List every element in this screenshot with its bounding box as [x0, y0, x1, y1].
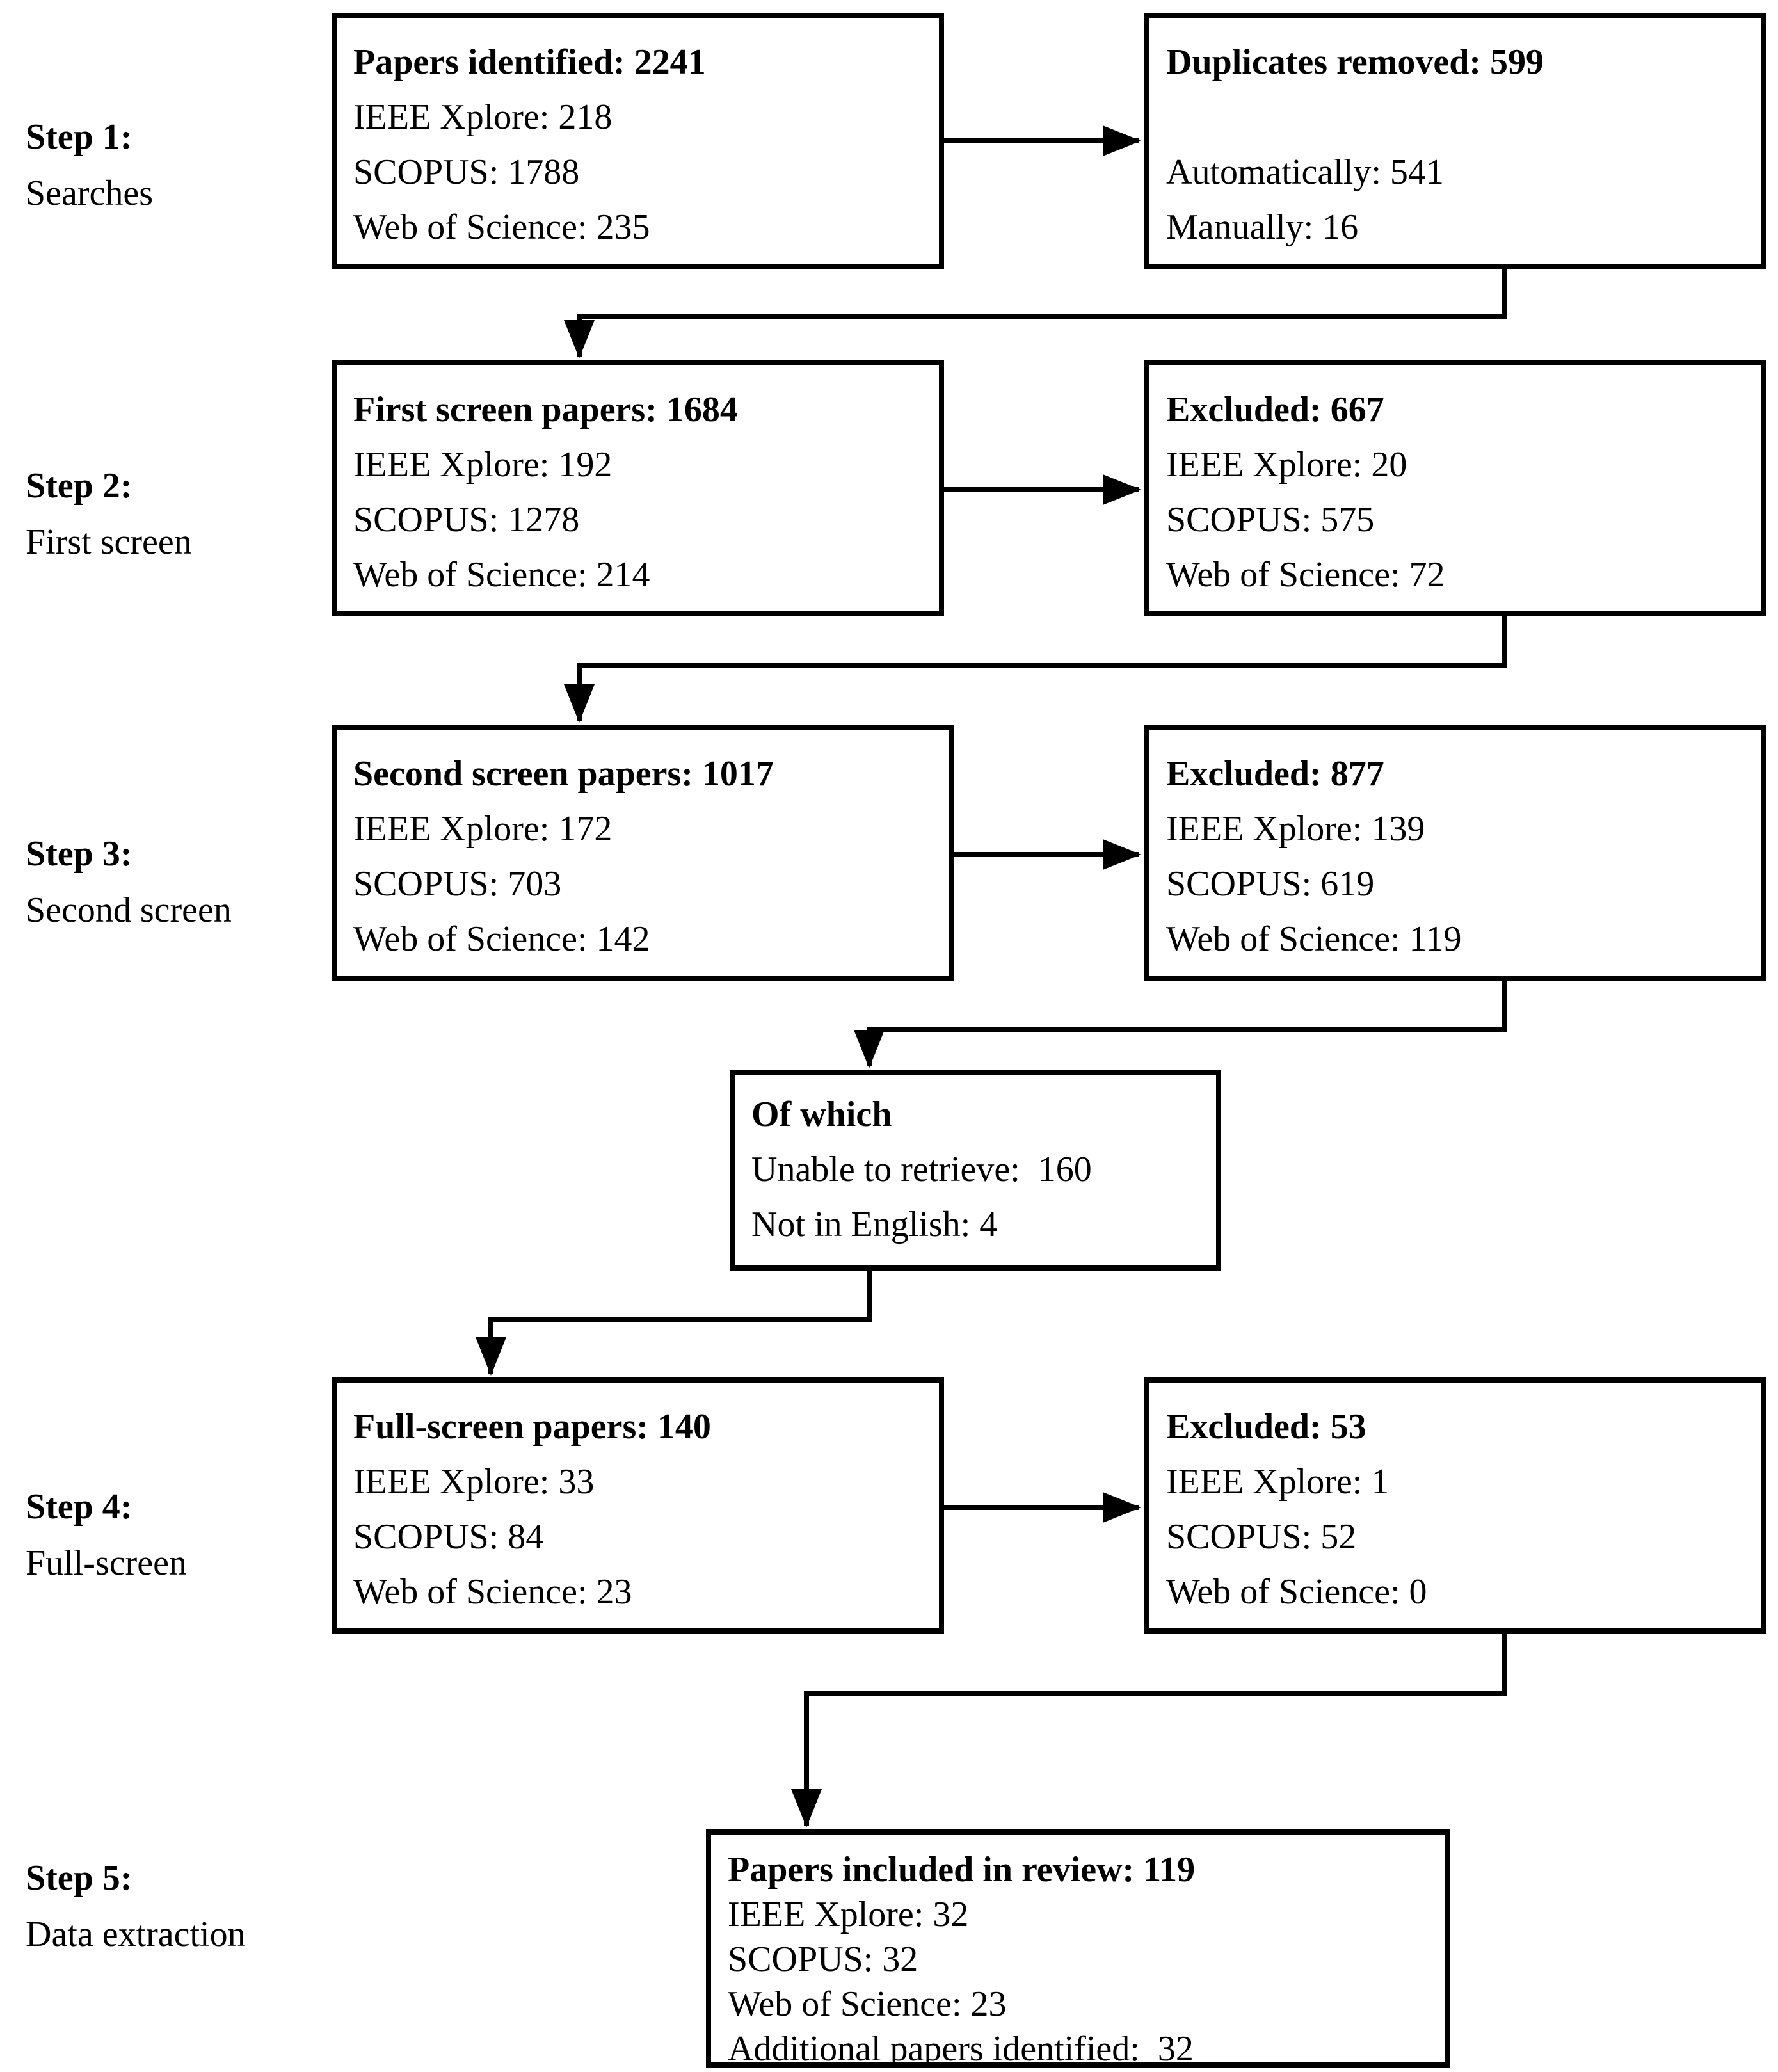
connector-excluded-to-of-which: [854, 981, 1507, 1068]
spacer-line: [1166, 90, 1750, 145]
stat-line: SCOPUS: 703: [353, 864, 562, 904]
box-duplicates-removed: Duplicates removed: 599 Automatically: 5…: [1144, 13, 1766, 269]
stat-line: IEEE Xplore: 192: [353, 445, 613, 485]
step-1-label: Step 1: Searches: [26, 109, 153, 221]
stat-line: IEEE Xplore: 1: [1166, 1462, 1390, 1502]
step-2-desc: First screen: [26, 522, 192, 562]
box-full-screen-papers-title: Full-screen papers: 140: [353, 1407, 711, 1447]
stat-line: Automatically: 541: [1166, 152, 1444, 192]
stat-line: SCOPUS: 619: [1166, 864, 1375, 904]
stat-line: IEEE Xplore: 20: [1166, 445, 1407, 485]
step-1-desc: Searches: [26, 173, 154, 213]
box-papers-identified-title: Papers identified: 2241: [353, 42, 706, 82]
step-5-desc: Data extraction: [26, 1915, 246, 1954]
box-excluded-first-screen-title: Excluded: 667: [1166, 390, 1384, 430]
step-3-desc: Second screen: [26, 890, 232, 930]
stat-line: IEEE Xplore: 218: [353, 97, 613, 137]
stat-line: SCOPUS: 84: [353, 1517, 544, 1557]
box-duplicates-removed-title: Duplicates removed: 599: [1166, 42, 1544, 82]
connector-duplicates-to-first-screen: [564, 269, 1507, 358]
stat-line: Additional papers identified: 32: [728, 2029, 1194, 2069]
connector-excluded-to-included: [791, 1634, 1507, 1827]
stat-line: SCOPUS: 32: [728, 1939, 918, 1979]
stat-line: Web of Science: 235: [353, 207, 650, 247]
box-excluded-second-screen-title: Excluded: 877: [1166, 754, 1384, 794]
box-excluded-full-screen-title: Excluded: 53: [1166, 1407, 1366, 1447]
step-4-title: Step 4:: [26, 1487, 132, 1527]
step-4-label: Step 4: Full-screen: [26, 1479, 187, 1591]
stat-line: Not in English: 4: [751, 1205, 998, 1244]
stat-line: IEEE Xplore: 172: [353, 809, 613, 849]
stat-line: Unable to retrieve: 160: [751, 1150, 1092, 1189]
box-excluded-full-screen: Excluded: 53 IEEE Xplore: 1 SCOPUS: 52 W…: [1144, 1377, 1766, 1634]
box-full-screen-papers: Full-screen papers: 140 IEEE Xplore: 33 …: [332, 1377, 944, 1634]
stat-line: IEEE Xplore: 33: [353, 1462, 595, 1502]
box-papers-identified: Papers identified: 2241 IEEE Xplore: 218…: [332, 13, 944, 269]
box-second-screen-papers-title: Second screen papers: 1017: [353, 754, 774, 794]
box-papers-included: Papers included in review: 119 IEEE Xplo…: [706, 1829, 1450, 2069]
stat-line: SCOPUS: 52: [1166, 1517, 1357, 1557]
connector-of-which-to-full-screen: [476, 1271, 872, 1376]
step-3-label: Step 3: Second screen: [26, 826, 232, 938]
stat-line: Web of Science: 23: [728, 1984, 1007, 2024]
box-first-screen-papers-title: First screen papers: 1684: [353, 390, 738, 430]
stat-line: Web of Science: 119: [1166, 919, 1462, 959]
step-5-title: Step 5:: [26, 1858, 132, 1898]
box-papers-included-title: Papers included in review: 119: [728, 1850, 1196, 1890]
box-first-screen-papers: First screen papers: 1684 IEEE Xplore: 1…: [332, 360, 944, 616]
stat-line: Web of Science: 23: [353, 1572, 632, 1612]
step-3-title: Step 3:: [26, 834, 132, 874]
step-5-label: Step 5: Data extraction: [26, 1850, 246, 1963]
box-second-screen-papers: Second screen papers: 1017 IEEE Xplore: …: [332, 725, 954, 981]
stat-line: IEEE Xplore: 32: [728, 1895, 969, 1934]
step-2-title: Step 2:: [26, 466, 132, 506]
box-of-which-title: Of which: [751, 1095, 892, 1134]
stat-line: Web of Science: 0: [1166, 1572, 1427, 1612]
stat-line: IEEE Xplore: 139: [1166, 809, 1425, 849]
step-2-label: Step 2: First screen: [26, 458, 192, 570]
step-1-title: Step 1:: [26, 117, 132, 157]
stat-line: Web of Science: 214: [353, 555, 650, 595]
step-4-desc: Full-screen: [26, 1543, 187, 1583]
stat-line: Web of Science: 142: [353, 919, 650, 959]
stat-line: SCOPUS: 1278: [353, 500, 580, 540]
connector-excluded-to-second-screen: [564, 616, 1507, 723]
stat-line: SCOPUS: 575: [1166, 500, 1375, 540]
box-excluded-first-screen: Excluded: 667 IEEE Xplore: 20 SCOPUS: 57…: [1144, 360, 1766, 616]
box-of-which: Of which Unable to retrieve: 160 Not in …: [730, 1070, 1221, 1271]
stat-line: SCOPUS: 1788: [353, 152, 580, 192]
box-excluded-second-screen: Excluded: 877 IEEE Xplore: 139 SCOPUS: 6…: [1144, 725, 1766, 981]
stat-line: Manually: 16: [1166, 207, 1359, 247]
stat-line: Web of Science: 72: [1166, 555, 1445, 595]
